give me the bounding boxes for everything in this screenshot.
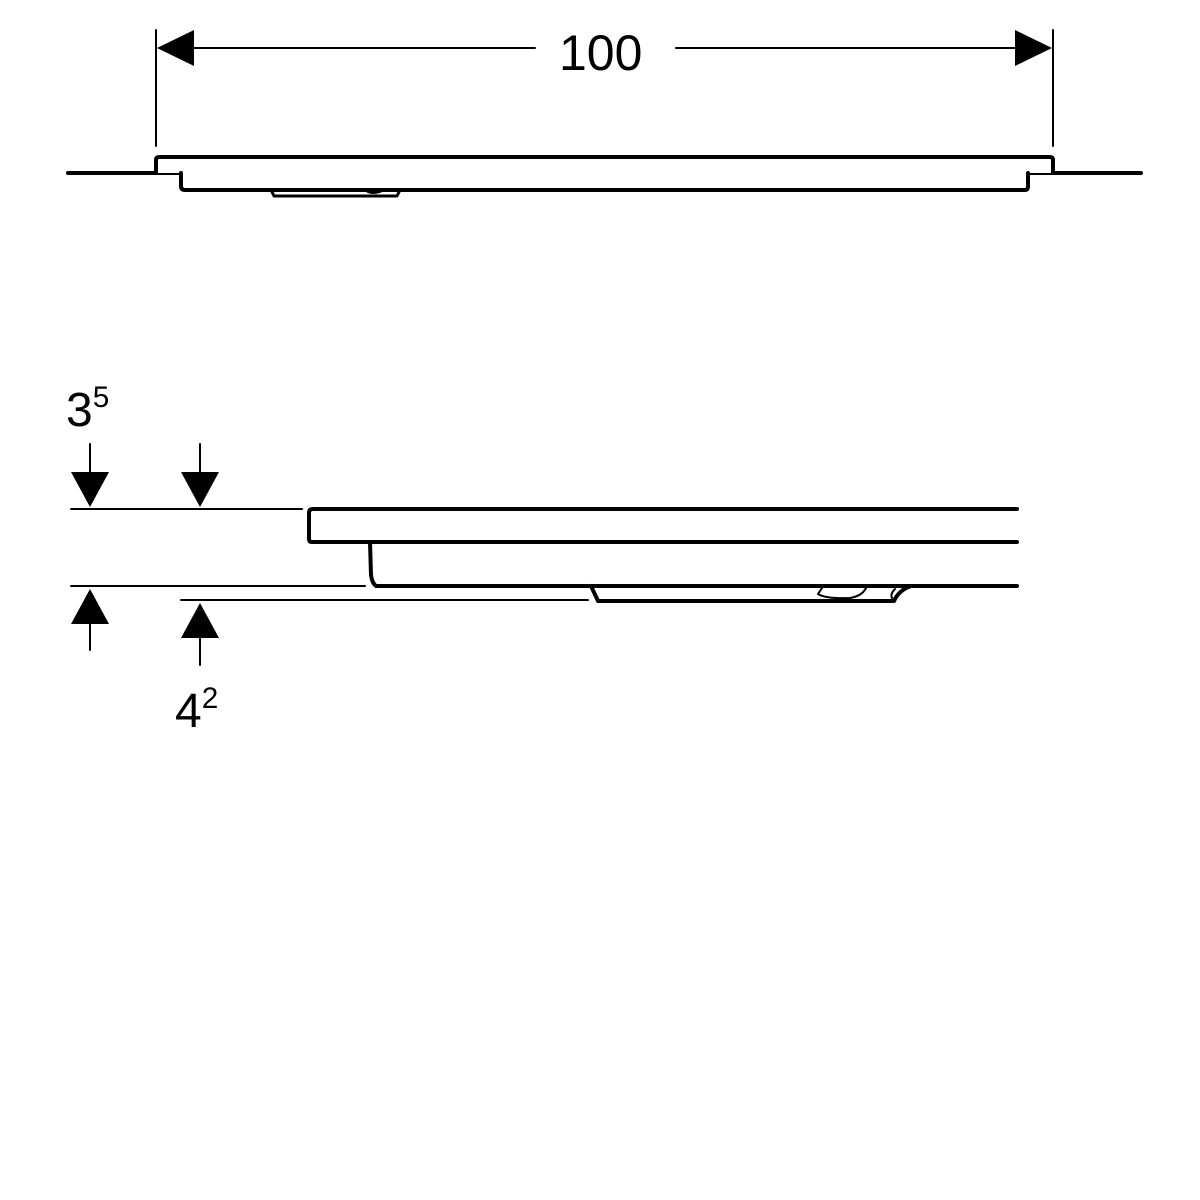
cover-thickness-sup: 5	[92, 380, 110, 414]
front-view	[66, 29, 1143, 198]
width-dimension-label: 100	[557, 25, 645, 81]
drain-outlet-front	[365, 190, 383, 194]
tray-body-section	[368, 540, 1019, 588]
arrow-b-head-top	[181, 472, 219, 507]
width-arrow-right	[1015, 30, 1052, 66]
arrow-a-head-top	[71, 472, 109, 507]
cover-plate-section	[307, 507, 1019, 544]
tray-thickness-sup: 2	[201, 681, 219, 715]
tray-body-front	[179, 171, 1030, 192]
arrow-b-head-bottom	[181, 603, 219, 638]
cover-plate-front	[154, 155, 1055, 175]
width-arrow-left	[157, 30, 194, 66]
cover-thickness-label: 35	[66, 382, 109, 437]
width-value: 100	[559, 25, 643, 81]
drain-detail-1	[817, 587, 867, 600]
drain-housing-front	[269, 188, 402, 198]
cover-thickness-main: 3	[66, 384, 93, 437]
drain-detail-2	[890, 588, 896, 599]
drain-housing-section	[589, 584, 913, 603]
section-view	[70, 443, 1019, 666]
arrow-a-head-bottom	[71, 589, 109, 624]
tray-thickness-main: 4	[175, 685, 202, 738]
tray-thickness-label: 42	[175, 683, 218, 738]
